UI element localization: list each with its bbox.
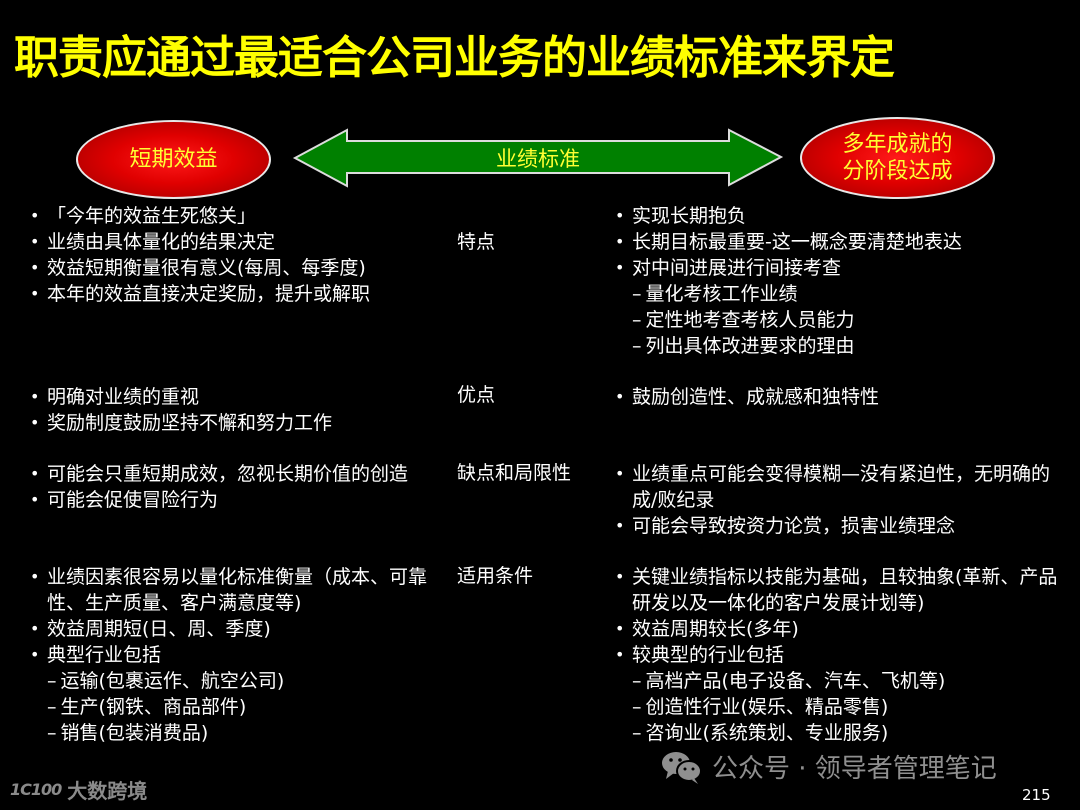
- row-conditions-left: •业绩因素很容易以量化标准衡量（成本、可靠性、生产质量、客户满意度等) •效益周…: [28, 564, 428, 746]
- bullet-icon: •: [615, 567, 625, 586]
- list-item: •可能会促使冒险行为: [30, 489, 219, 511]
- list-item: •实现长期抱负: [615, 205, 747, 227]
- page-number: 215: [1022, 786, 1051, 804]
- list-item: •业绩由具体量化的结果决定: [30, 231, 276, 253]
- list-item: •明确对业绩的重视: [30, 386, 200, 408]
- dash-icon: –: [47, 696, 57, 718]
- list-item: •本年的效益直接决定奖励，提升或解职: [30, 283, 371, 305]
- sub-list-item: –创造性行业(娱乐、精品零售): [632, 696, 889, 718]
- list-item: •业绩重点可能会变得模糊—没有紧迫性，无明确的成/败纪录: [615, 463, 1051, 511]
- row-features-right: •实现长期抱负 •长期目标最重要-这一概念要清楚地表达 •对中间进展进行间接考查…: [613, 203, 1073, 359]
- bullet-icon: •: [615, 387, 625, 406]
- logo-text: 大数跨境: [67, 779, 148, 803]
- list-item: •效益短期衡量很有意义(每周、每季度): [30, 257, 366, 279]
- row-advantages-left: •明确对业绩的重视 •奖励制度鼓励坚持不懈和努力工作: [28, 384, 438, 436]
- dash-icon: –: [47, 722, 57, 744]
- list-item: •效益周期短(日、周、季度): [30, 618, 271, 640]
- bullet-icon: •: [30, 619, 40, 638]
- dash-icon: –: [632, 670, 642, 692]
- dash-icon: –: [632, 309, 642, 331]
- bullet-icon: •: [30, 284, 40, 303]
- bullet-icon: •: [615, 206, 625, 225]
- dash-icon: –: [632, 283, 642, 305]
- row-label-advantages: 优点: [457, 384, 496, 406]
- list-item: •关键业绩指标以技能为基础，且较抽象(革新、产品研发以及一体化的客户发展计划等): [615, 566, 1058, 614]
- arrow-label: 业绩标准: [496, 147, 580, 171]
- row-label-features: 特点: [457, 231, 496, 253]
- bullet-icon: •: [30, 413, 40, 432]
- dash-icon: –: [632, 722, 642, 744]
- bullet-icon: •: [615, 516, 625, 535]
- list-item: •业绩因素很容易以量化标准衡量（成本、可靠性、生产质量、客户满意度等): [30, 566, 428, 614]
- bullet-icon: •: [615, 619, 625, 638]
- sub-list-item: –高档产品(电子设备、汽车、飞机等): [632, 670, 946, 692]
- sub-list-item: –量化考核工作业绩: [632, 283, 798, 305]
- wechat-watermark: 公众号 · 领导者管理笔记: [660, 748, 997, 785]
- list-item: •典型行业包括: [30, 644, 162, 666]
- bullet-icon: •: [30, 645, 40, 664]
- bullet-icon: •: [30, 490, 40, 509]
- bullet-icon: •: [30, 258, 40, 277]
- slide-title: 职责应通过最适合公司业务的业绩标准来界定: [14, 31, 895, 84]
- double-arrow-icon: [292, 128, 784, 188]
- list-item: •可能会导致按资力论赏，损害业绩理念: [615, 515, 956, 537]
- sub-list-item: –定性地考查考核人员能力: [632, 309, 855, 331]
- bullet-icon: •: [615, 258, 625, 277]
- bullet-icon: •: [30, 464, 40, 483]
- bullet-icon: •: [615, 464, 625, 483]
- list-item: •「今年的效益生死悠关」: [30, 205, 257, 227]
- row-label-limitations: 缺点和局限性: [457, 462, 572, 484]
- sub-list-item: –生产(钢铁、商品部件): [47, 696, 247, 718]
- bullet-icon: •: [30, 232, 40, 251]
- wechat-account-text: 公众号 · 领导者管理笔记: [712, 754, 997, 784]
- list-item: •可能会只重短期成效，忽视长期价值的创造: [30, 463, 409, 485]
- watermark-logo: 1C100 大数跨境: [10, 775, 147, 804]
- row-label-conditions: 适用条件: [457, 565, 534, 587]
- bullet-icon: •: [30, 567, 40, 586]
- row-conditions-right: •关键业绩指标以技能为基础，且较抽象(革新、产品研发以及一体化的客户发展计划等)…: [613, 564, 1063, 746]
- row-limitations-left: •可能会只重短期成效，忽视长期价值的创造 •可能会促使冒险行为: [28, 461, 428, 513]
- logo-mark-icon: 1C100: [10, 780, 62, 799]
- list-item: •奖励制度鼓励坚持不懈和努力工作: [30, 412, 333, 434]
- bullet-icon: •: [30, 206, 40, 225]
- multi-year-achievement-ellipse: 多年成就的 分阶段达成: [800, 117, 995, 199]
- bullet-icon: •: [615, 645, 625, 664]
- wechat-icon: [660, 749, 704, 785]
- list-item: •较典型的行业包括: [615, 644, 785, 666]
- ellipse-label-line-1: 多年成就的: [842, 132, 953, 157]
- bullet-icon: •: [615, 232, 625, 251]
- list-item: •效益周期较长(多年): [615, 618, 799, 640]
- dash-icon: –: [632, 696, 642, 718]
- row-limitations-right: •业绩重点可能会变得模糊—没有紧迫性，无明确的成/败纪录 •可能会导致按资力论赏…: [613, 461, 1053, 539]
- dash-icon: –: [632, 335, 642, 357]
- row-features-left: •「今年的效益生死悠关」 •业绩由具体量化的结果决定 •效益短期衡量很有意义(每…: [28, 203, 438, 307]
- sub-list-item: –咨询业(系统策划、专业服务): [632, 722, 889, 744]
- row-advantages-right: •鼓励创造性、成就感和独特性: [613, 384, 1073, 410]
- ellipse-label-line-2: 分阶段达成: [842, 159, 953, 184]
- short-term-benefit-ellipse: 短期效益: [76, 120, 271, 199]
- performance-standard-double-arrow: 业绩标准: [290, 126, 786, 190]
- sub-list-item: –运输(包裹运作、航空公司): [47, 670, 285, 692]
- bullet-icon: •: [30, 387, 40, 406]
- dash-icon: –: [47, 670, 57, 692]
- list-item: •鼓励创造性、成就感和独特性: [615, 386, 880, 408]
- list-item: •对中间进展进行间接考查: [615, 257, 842, 279]
- list-item: •长期目标最重要-这一概念要清楚地表达: [615, 231, 962, 253]
- sub-list-item: –列出具体改进要求的理由: [632, 335, 855, 357]
- ellipse-label: 短期效益: [129, 147, 218, 172]
- sub-list-item: –销售(包装消费品): [47, 722, 209, 744]
